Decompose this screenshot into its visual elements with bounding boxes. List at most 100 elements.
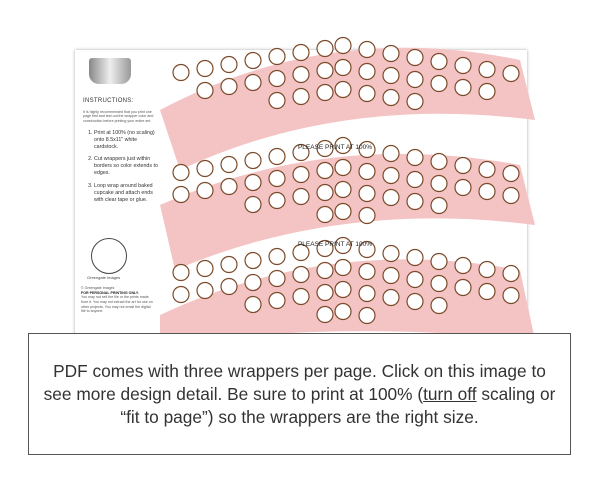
bicycle-wheel-icon: [316, 305, 334, 324]
bicycle-wheel-icon: [316, 39, 334, 58]
bicycle-wheel-icon: [430, 174, 448, 193]
bicycle-wheel-icon: [268, 47, 286, 66]
bicycle-wheel-icon: [358, 40, 376, 59]
bicycle-wheel-icon: [196, 181, 214, 200]
bicycle-wheel-icon: [358, 284, 376, 303]
bicycle-wheel-icon: [316, 61, 334, 80]
bicycle-wheel-icon: [196, 259, 214, 278]
bicycle-wheel-icon: [244, 51, 262, 70]
bicycle-wheel-icon: [334, 236, 352, 255]
bicycle-wheel-icon: [478, 82, 496, 101]
bicycle-wheel-icon: [268, 169, 286, 188]
bicycle-wheel-icon: [382, 88, 400, 107]
step: Print at 100% (no scaling) onto 8.5x11" …: [94, 130, 158, 151]
bicycle-wheel-icon: [292, 143, 310, 162]
logo-text: Greengate Images: [87, 275, 121, 280]
bicycle-wheel-icon: [316, 161, 334, 180]
wrapper-label: PLEASE PRINT AT 100%: [298, 241, 372, 248]
bicycle-wheel-icon: [478, 260, 496, 279]
cupcake-wrapper-icon: [89, 58, 131, 84]
bicycle-wheel-icon: [244, 273, 262, 292]
bicycle-wheel-icon: [358, 240, 376, 259]
bicycle-wheel-icon: [358, 140, 376, 159]
bicycle-wheel-icon: [244, 195, 262, 214]
bicycle-wheel-icon: [454, 78, 472, 97]
bicycle-wheel-icon: [196, 59, 214, 78]
bicycle-wheel-icon: [406, 170, 424, 189]
bicycle-wheel-icon: [382, 266, 400, 285]
bicycle-wheel-icon: [334, 158, 352, 177]
bicycle-wheel-icon: [406, 92, 424, 111]
bicycle-wheel-icon: [316, 83, 334, 102]
bicycle-wheel-icon: [244, 251, 262, 270]
bicycle-wheel-icon: [316, 205, 334, 224]
bicycle-wheel-icon: [220, 255, 238, 274]
bicycle-wheel-icon: [406, 48, 424, 67]
bicycle-wheel-icon: [454, 56, 472, 75]
bicycle-wheel-icon: [172, 63, 190, 82]
copyright-block: © Greengate Images FOR PERSONAL PRINTING…: [81, 286, 153, 314]
bicycle-wheel-icon: [454, 278, 472, 297]
bicycle-wheel-icon: [454, 178, 472, 197]
bicycle-wheel-icon: [406, 292, 424, 311]
bicycle-wheel-icon: [478, 182, 496, 201]
bicycle-wheel-icon: [292, 87, 310, 106]
turn-off-link[interactable]: turn off: [423, 383, 477, 404]
bicycle-wheel-icon: [172, 263, 190, 282]
bicycle-wheel-icon: [358, 262, 376, 281]
bicycle-wheel-icon: [334, 36, 352, 55]
bicycle-wheel-icon: [172, 185, 190, 204]
instructions-panel: INSTRUCTIONS: It is highly recommended t…: [83, 98, 158, 210]
wrapper-label: PLEASE PRINT AT 100%: [298, 144, 372, 151]
bicycle-wheel-icon: [358, 306, 376, 325]
bicycle-wheel-icon: [334, 136, 352, 155]
bicycle-wheel-icon: [292, 243, 310, 262]
bicycle-wheel-icon: [478, 160, 496, 179]
bicycle-wheel-icon: [292, 187, 310, 206]
bicycle-wheel-icon: [316, 239, 334, 258]
bicycle-wheel-icon: [292, 43, 310, 62]
bicycle-wheel-icon: [172, 163, 190, 182]
rose-logo-icon: [91, 238, 127, 274]
bicycle-wheel-icon: [316, 183, 334, 202]
bicycle-wheel-icon: [382, 44, 400, 63]
bicycle-wheel-icon: [244, 173, 262, 192]
bicycle-wheel-icon: [196, 159, 214, 178]
bicycle-wheel-icon: [292, 165, 310, 184]
bicycle-wheel-icon: [430, 252, 448, 271]
bicycle-wheel-icon: [502, 186, 520, 205]
bicycle-wheel-icon: [478, 60, 496, 79]
bicycle-wheel-icon: [334, 80, 352, 99]
bicycle-wheel-icon: [358, 184, 376, 203]
bicycle-wheel-icon: [406, 192, 424, 211]
bicycle-wheel-icon: [478, 282, 496, 301]
bicycle-wheel-icon: [334, 58, 352, 77]
bicycle-wheel-icon: [316, 283, 334, 302]
bicycle-wheel-icon: [268, 247, 286, 266]
bicycle-wheel-icon: [502, 286, 520, 305]
instructions-title: INSTRUCTIONS:: [83, 98, 134, 104]
step: Loop wrap around baked cupcake and attac…: [94, 183, 158, 204]
bicycle-wheel-icon: [382, 244, 400, 263]
bicycle-wheel-icon: [292, 287, 310, 306]
bicycle-wheel-icon: [382, 166, 400, 185]
bicycle-wheel-icon: [220, 77, 238, 96]
bicycle-wheel-icon: [244, 151, 262, 170]
bicycle-wheel-icon: [454, 256, 472, 275]
bicycle-wheel-icon: [220, 155, 238, 174]
bicycle-wheel-icon: [334, 180, 352, 199]
instructions-intro: It is highly recommended that you print …: [83, 109, 154, 124]
bicycle-wheel-icon: [316, 139, 334, 158]
bicycle-wheel-icon: [220, 277, 238, 296]
bicycle-wheel-icon: [430, 296, 448, 315]
bicycle-wheel-icon: [268, 191, 286, 210]
bicycle-wheel-icon: [406, 70, 424, 89]
bicycle-wheel-icon: [358, 84, 376, 103]
bicycle-wheel-icon: [172, 285, 190, 304]
bicycle-wheel-icon: [196, 81, 214, 100]
bicycle-wheel-icon: [334, 280, 352, 299]
bicycle-wheel-icon: [334, 258, 352, 277]
bicycle-wheel-icon: [382, 144, 400, 163]
bicycle-wheel-icon: [244, 73, 262, 92]
